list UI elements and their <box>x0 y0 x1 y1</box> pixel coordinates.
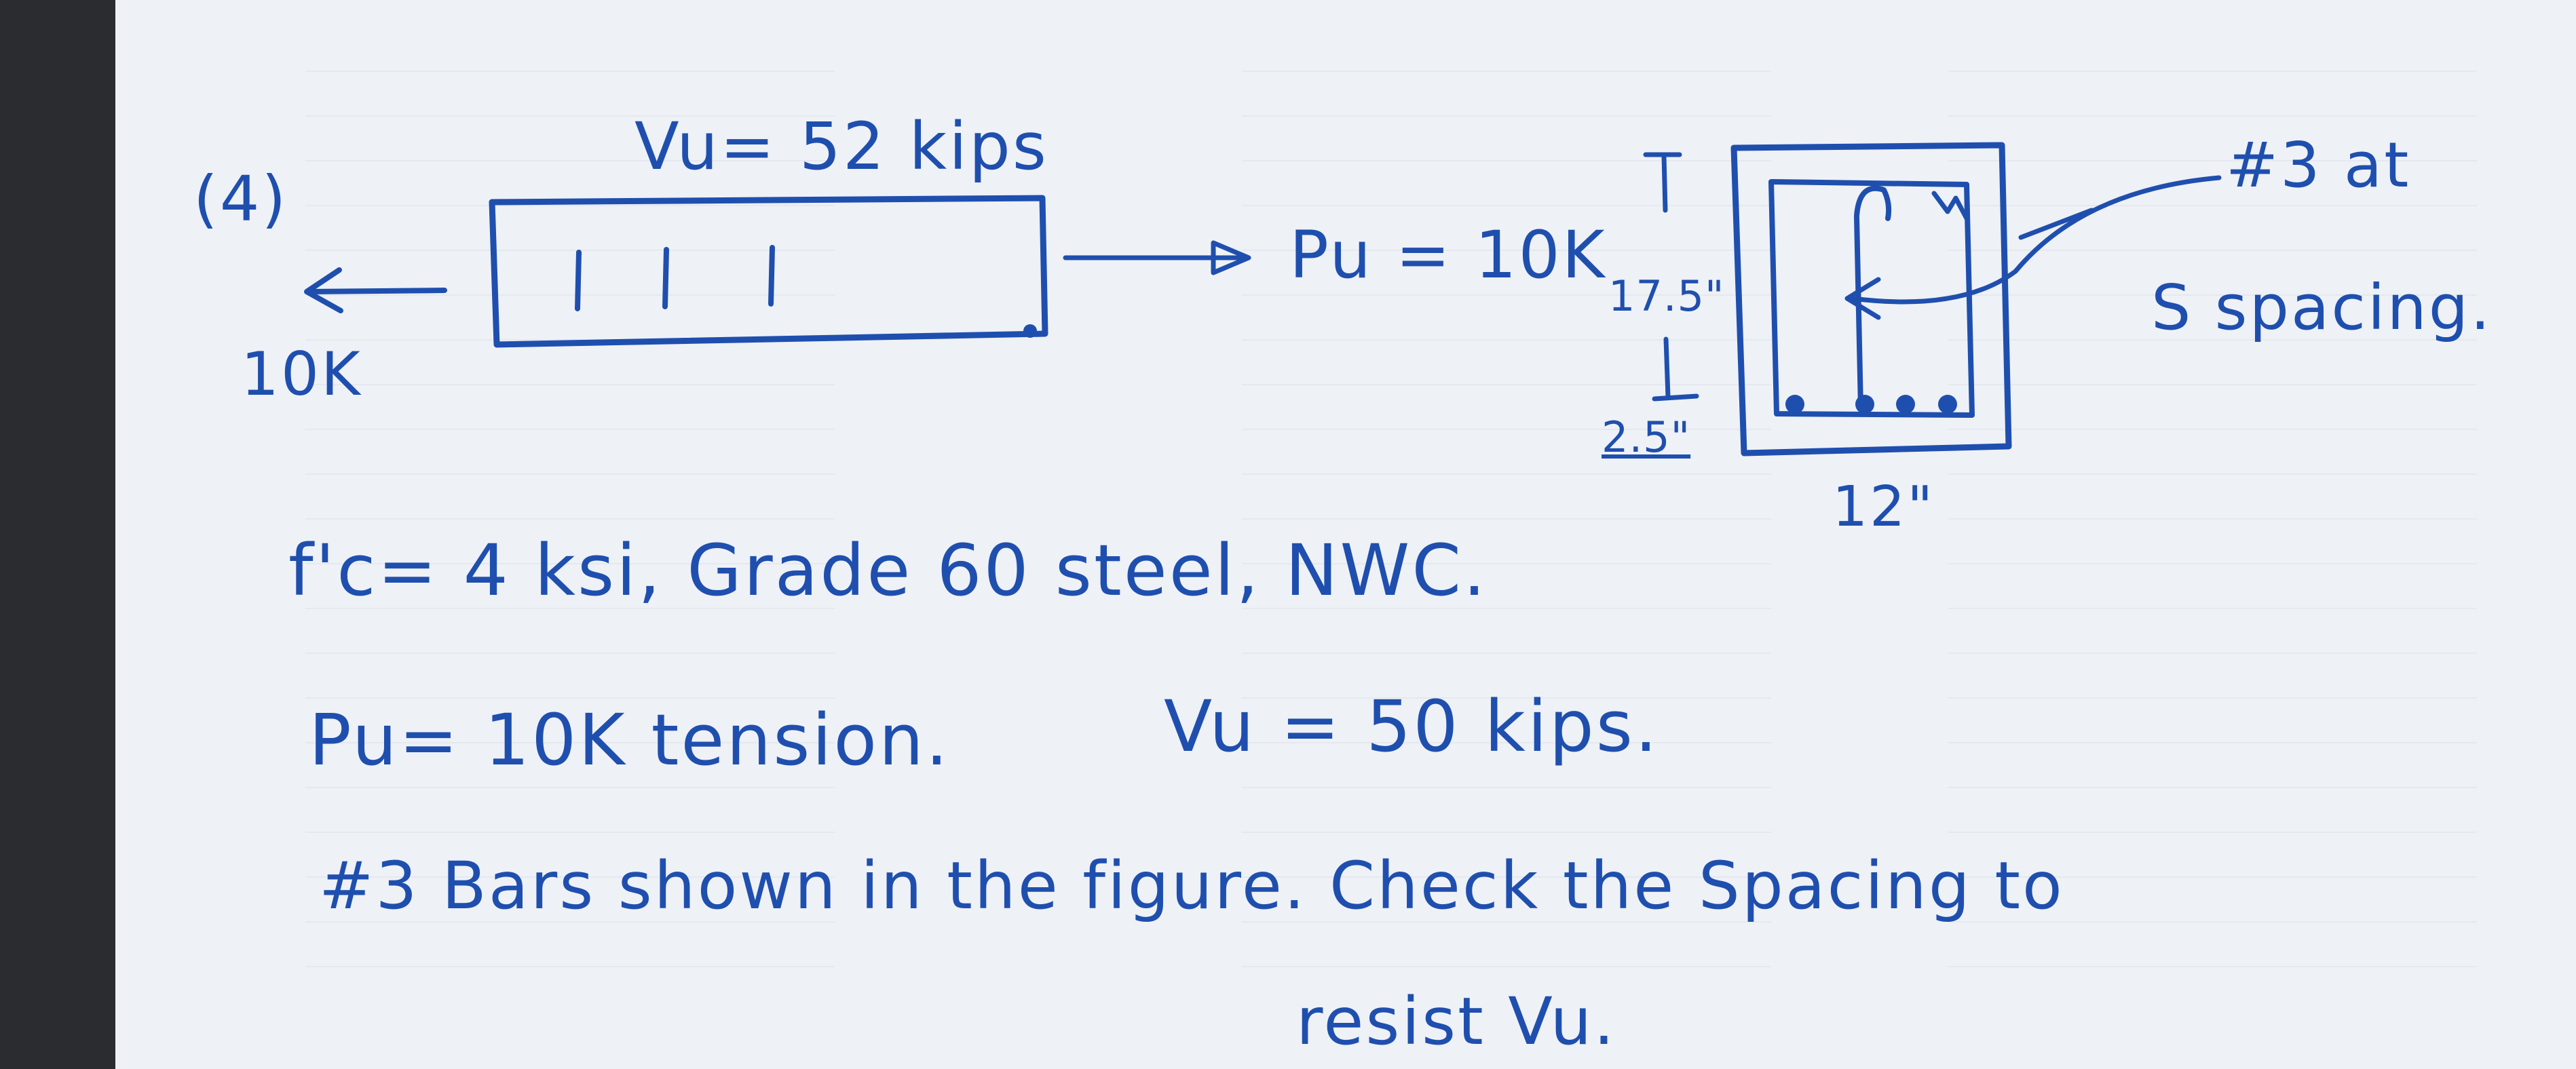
leader-arrow-head-icon <box>1844 277 1881 320</box>
rebar <box>1785 395 1804 414</box>
statement-line4: resist Vu. <box>1296 984 1616 1060</box>
left-force-label: 10K <box>241 339 362 409</box>
section-cover-label: 2.5" <box>1602 412 1691 462</box>
statement-line2-b: Vu = 50 kips. <box>1164 685 1660 768</box>
statement-line3: #3 Bars shown in the figure. Check the S… <box>319 848 2064 924</box>
stirrup-mark <box>768 245 775 307</box>
stirrup-hook <box>1854 185 1892 221</box>
rebar <box>1896 395 1915 414</box>
bleed-through-text-middle <box>1242 27 1771 967</box>
beam-corner-dot <box>1023 324 1037 338</box>
dim-line-upper <box>1661 153 1668 213</box>
stirrup-mark <box>662 247 669 309</box>
bleed-through-text-left <box>305 27 835 967</box>
leader-line-secondary <box>2018 208 2094 240</box>
left-force-arrow <box>306 288 447 294</box>
right-force-label: Pu = 10K <box>1289 217 1607 293</box>
stirrup-note-line2: S spacing. <box>2151 271 2493 344</box>
stirrup-note-line1: #3 at <box>2226 129 2411 201</box>
leader-line <box>1850 175 2222 305</box>
stirrup-loop <box>1768 179 1975 418</box>
section-width-label: 12" <box>1832 475 1935 539</box>
notebook-page: (4) Vu= 52 kips 10K Pu = 10K 17.5" 2.5" … <box>115 0 2576 1069</box>
stirrup-mark <box>575 250 582 311</box>
dim-line-lower <box>1663 336 1671 400</box>
rebar <box>1938 395 1957 414</box>
problem-number: (4) <box>193 163 288 235</box>
right-arrow-head-icon <box>1211 240 1251 275</box>
dim-tick-bottom <box>1652 393 1699 402</box>
handwritten-figure <box>304 142 2222 456</box>
stirrup-hook-right <box>1931 191 1969 221</box>
shear-load-label: Vu= 52 kips <box>634 109 1048 184</box>
section-outline <box>1730 142 2012 456</box>
stirrup-leg <box>1854 214 1863 411</box>
statement-line1: f'c= 4 ksi, Grade 60 steel, NWC. <box>288 529 1488 612</box>
bleed-through-text-right <box>1948 27 2477 967</box>
statement-line2-a: Pu= 10K tension. <box>309 699 950 781</box>
section-depth-label: 17.5" <box>1608 271 1725 321</box>
beam-elevation <box>489 195 1048 348</box>
rebar <box>1855 395 1874 414</box>
left-arrow-head-icon <box>304 267 343 313</box>
